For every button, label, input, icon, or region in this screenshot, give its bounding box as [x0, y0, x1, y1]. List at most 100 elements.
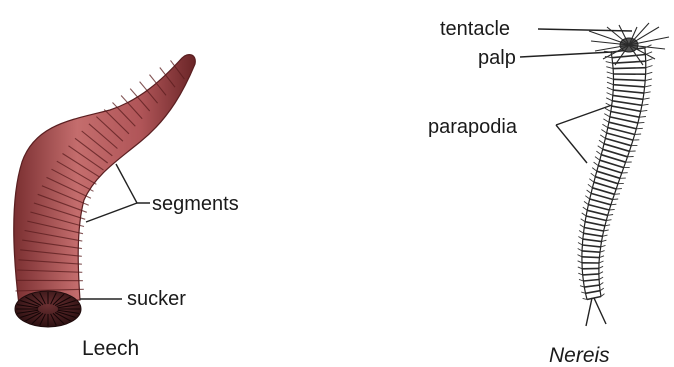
- nereis-segment: [612, 106, 641, 111]
- nereis-segment: [590, 199, 611, 205]
- parapodium: [599, 272, 603, 274]
- parapodia-leader-line: [556, 125, 587, 163]
- nereis-segment: [585, 222, 605, 226]
- parapodium: [641, 110, 648, 111]
- parapodium: [598, 146, 603, 150]
- leech-body: [14, 55, 196, 305]
- palp-leader-line: [520, 52, 612, 57]
- parapodium: [578, 243, 582, 246]
- parapodium: [605, 108, 611, 111]
- parapodium: [606, 98, 612, 101]
- parapodium: [636, 128, 643, 129]
- parapodium: [607, 77, 614, 79]
- parapodium: [582, 213, 586, 216]
- leech-caption: Leech: [82, 337, 139, 360]
- nereis-segment: [583, 274, 599, 275]
- nereis-segment: [595, 177, 618, 184]
- parapodium: [587, 190, 592, 193]
- nereis-segment: [592, 188, 614, 195]
- parapodia-leader-line: [556, 105, 612, 125]
- parapodium: [607, 82, 613, 85]
- parapodium: [584, 201, 588, 204]
- nereis-segment: [598, 166, 622, 173]
- parapodium: [595, 157, 600, 161]
- segments-leader-line: [116, 164, 150, 203]
- nereis-segment: [586, 291, 601, 294]
- parapodium: [599, 277, 603, 279]
- parapodium: [578, 267, 582, 269]
- parapodium: [603, 119, 609, 122]
- nereis-head: [589, 23, 669, 65]
- parapodium: [638, 122, 645, 123]
- segments-label: segments: [152, 193, 239, 215]
- parapodium: [601, 130, 606, 134]
- segments-leader-line: [86, 203, 137, 222]
- parapodium: [646, 72, 653, 74]
- tentacle-leader-line: [538, 29, 632, 31]
- parapodium: [578, 237, 582, 240]
- parapodium: [614, 194, 620, 195]
- nereis-segment: [586, 216, 606, 221]
- parapodium: [607, 87, 613, 90]
- parapodium: [613, 199, 619, 200]
- parapodium: [589, 179, 594, 183]
- parapodium: [639, 117, 646, 118]
- parapodium: [600, 135, 605, 139]
- nereis-segment: [609, 122, 636, 129]
- parapodium: [599, 140, 604, 144]
- parapodium: [583, 207, 587, 210]
- nereis-segment: [594, 182, 616, 189]
- parapodium: [646, 66, 653, 68]
- nereis-parapodia-bristles: [578, 45, 653, 300]
- parapodium: [600, 283, 604, 286]
- palp-label: palp: [478, 47, 516, 69]
- parapodium: [580, 225, 584, 228]
- nereis-segment: [587, 210, 608, 215]
- nereis-tentacle: [607, 27, 629, 45]
- parapodium: [646, 59, 653, 62]
- parapodium: [606, 67, 613, 69]
- nereis-segment: [582, 251, 600, 252]
- parapodium: [592, 168, 597, 172]
- nereis-segment: [613, 90, 644, 93]
- nereis-segment: [611, 112, 640, 118]
- parapodium: [604, 114, 610, 117]
- parapodium: [606, 62, 613, 64]
- parapodium: [644, 92, 651, 93]
- nereis-segment: [614, 79, 646, 80]
- nereis-segment: [583, 239, 602, 242]
- nereis-tail-cirri: [586, 298, 606, 326]
- parapodium: [600, 288, 604, 291]
- nereis-segment: [613, 85, 644, 87]
- parapodium: [579, 231, 583, 234]
- nereis-segment: [584, 285, 599, 287]
- nereis-segment: [613, 95, 643, 99]
- parapodium: [591, 173, 596, 177]
- parapodium: [607, 72, 614, 74]
- nereis-segment: [612, 55, 645, 58]
- parapodium: [635, 134, 641, 135]
- nereis-segment: [582, 257, 600, 258]
- leech-figure: segments sucker Leech: [14, 55, 239, 360]
- nereis-segment: [583, 280, 599, 282]
- parapodium: [578, 261, 582, 263]
- parapodium: [578, 255, 582, 257]
- parapodium: [607, 93, 613, 96]
- nereis-segment: [591, 193, 613, 199]
- nereis-segment: [582, 245, 600, 247]
- parapodium: [602, 124, 607, 127]
- parapodium: [578, 249, 582, 251]
- parapodium: [609, 209, 614, 210]
- parapodium: [585, 196, 589, 199]
- nereis-segment: [588, 205, 609, 210]
- parapodium: [642, 104, 649, 105]
- parapodium: [643, 98, 650, 99]
- nereis-segment: [608, 128, 635, 135]
- parapodium: [645, 85, 652, 87]
- nereis-segment: [610, 117, 638, 123]
- nereis-segment: [597, 171, 620, 178]
- parapodium: [594, 162, 599, 166]
- parapodium: [601, 294, 605, 297]
- nereis-segment: [613, 68, 646, 69]
